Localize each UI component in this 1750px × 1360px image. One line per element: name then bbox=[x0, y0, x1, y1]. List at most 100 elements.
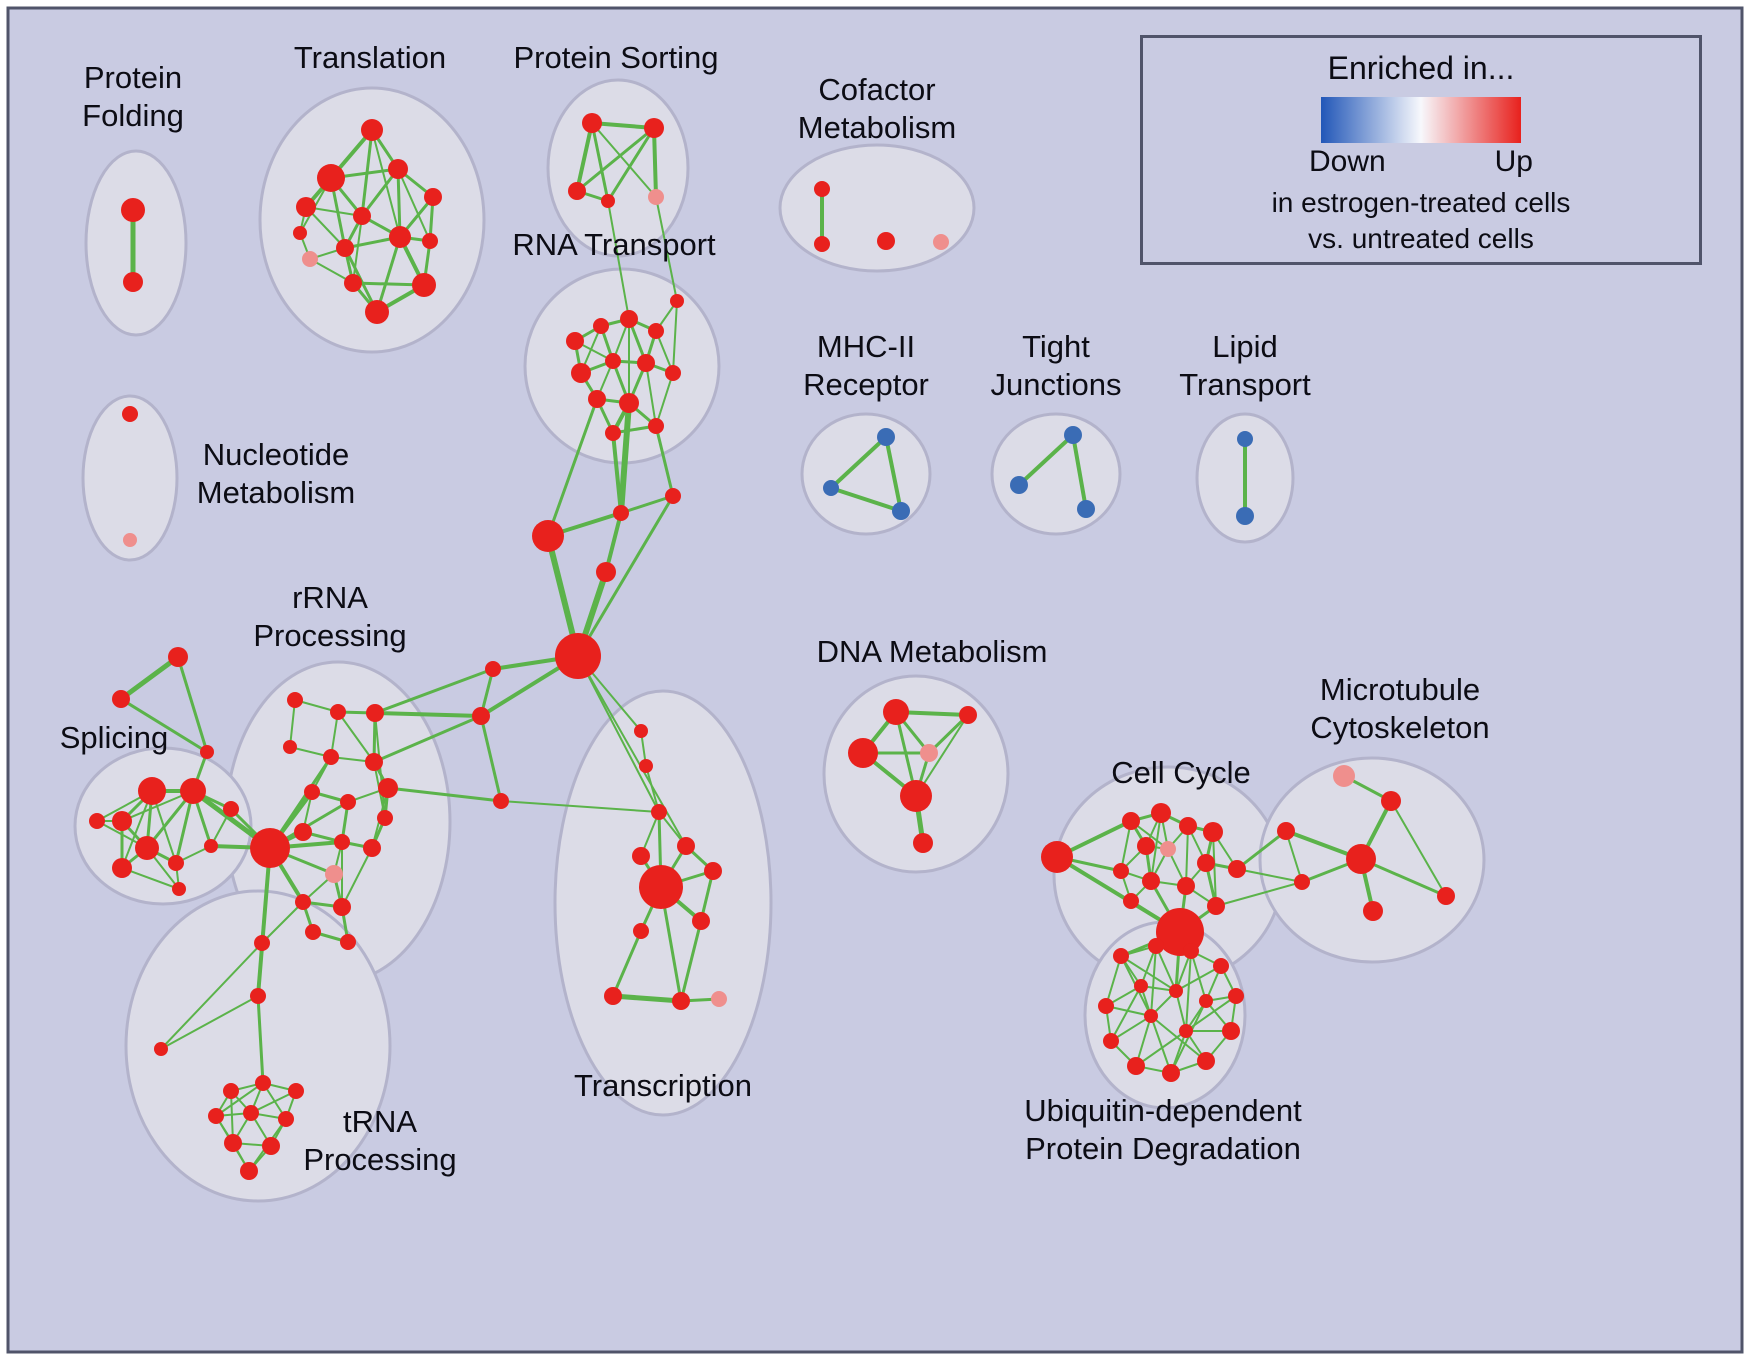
network-edge bbox=[1120, 955, 1177, 992]
network-node bbox=[361, 119, 383, 141]
network-edge bbox=[655, 372, 674, 427]
network-edge bbox=[1150, 1015, 1172, 1074]
network-node bbox=[138, 777, 166, 805]
network-node bbox=[223, 1083, 239, 1099]
network-node bbox=[1197, 854, 1215, 872]
network-edge bbox=[575, 126, 656, 193]
network-node bbox=[593, 318, 609, 334]
network-edge bbox=[261, 901, 304, 944]
network-edge bbox=[611, 929, 643, 998]
network-edge bbox=[1390, 800, 1447, 897]
nodes-layer bbox=[89, 113, 1455, 1180]
network-node bbox=[1197, 1052, 1215, 1070]
network-node bbox=[288, 1083, 304, 1099]
network-node bbox=[648, 323, 664, 339]
network-edge bbox=[652, 126, 658, 199]
network-node bbox=[704, 862, 722, 880]
network-node bbox=[1127, 1057, 1145, 1075]
network-node bbox=[1237, 431, 1253, 447]
network-node bbox=[632, 847, 650, 865]
network-node bbox=[493, 793, 509, 809]
network-node bbox=[344, 274, 362, 292]
cluster-label-protein_sorting: Protein Sorting bbox=[513, 40, 718, 75]
network-node bbox=[711, 991, 727, 1007]
network-edge bbox=[577, 655, 687, 847]
network-edge bbox=[1190, 950, 1207, 1002]
network-node bbox=[1213, 958, 1229, 974]
network-node bbox=[1151, 803, 1171, 823]
network-edge bbox=[645, 362, 657, 427]
network-node bbox=[639, 759, 653, 773]
network-edge bbox=[1236, 868, 1303, 883]
network-node bbox=[1207, 897, 1225, 915]
network-node bbox=[353, 207, 371, 225]
network-node bbox=[1123, 893, 1139, 909]
network-edge bbox=[1150, 1015, 1207, 1062]
network-edge bbox=[396, 167, 402, 239]
network-edge bbox=[375, 235, 402, 314]
network-edge bbox=[591, 122, 657, 198]
network-node bbox=[325, 865, 343, 883]
network-node bbox=[604, 987, 622, 1005]
network-edge bbox=[256, 994, 265, 1085]
network-node bbox=[601, 194, 615, 208]
network-edge bbox=[590, 121, 656, 130]
network-node bbox=[848, 738, 878, 768]
network-edge bbox=[672, 300, 678, 374]
network-node bbox=[639, 865, 683, 909]
network-node bbox=[634, 724, 648, 738]
network-node bbox=[1179, 1024, 1193, 1038]
network-node bbox=[365, 753, 383, 771]
network-node bbox=[293, 226, 307, 240]
network-edge bbox=[884, 435, 903, 513]
network-node bbox=[900, 780, 932, 812]
network-node bbox=[532, 520, 564, 552]
network-node bbox=[644, 118, 664, 138]
cluster-ellipse-rna_transport bbox=[523, 267, 721, 465]
network-node bbox=[336, 239, 354, 257]
network-node bbox=[168, 647, 188, 667]
network-edge bbox=[575, 121, 594, 193]
network-node bbox=[365, 300, 389, 324]
network-node bbox=[648, 189, 664, 205]
network-node bbox=[363, 839, 381, 857]
network-edge bbox=[655, 196, 678, 302]
network-edge bbox=[119, 697, 209, 754]
cluster-ellipse-tight_junctions bbox=[990, 412, 1122, 536]
network-edge bbox=[590, 121, 610, 203]
network-node bbox=[208, 1108, 224, 1124]
network-node bbox=[1363, 901, 1383, 921]
cluster-label-splicing: Splicing bbox=[60, 720, 169, 755]
network-edge bbox=[618, 400, 632, 516]
network-edge bbox=[397, 168, 431, 242]
network-edge bbox=[1071, 433, 1088, 511]
network-edge bbox=[619, 494, 675, 515]
network-node bbox=[204, 839, 218, 853]
network-node bbox=[582, 113, 602, 133]
network-node bbox=[424, 188, 442, 206]
network-node bbox=[121, 198, 145, 222]
network-node bbox=[588, 390, 606, 408]
network-edge bbox=[927, 713, 970, 755]
network-edge bbox=[1105, 955, 1122, 1007]
network-node bbox=[613, 505, 629, 521]
network-node bbox=[883, 699, 909, 725]
network-node bbox=[223, 801, 239, 817]
network-node bbox=[287, 692, 303, 708]
network-node bbox=[1179, 817, 1197, 835]
network-node bbox=[1381, 791, 1401, 811]
network-node bbox=[665, 488, 681, 504]
network-node bbox=[619, 393, 639, 413]
network-node bbox=[1169, 984, 1183, 998]
network-edge bbox=[341, 847, 373, 908]
cluster-label-rna_transport: RNA Transport bbox=[512, 227, 716, 262]
network-edge bbox=[500, 800, 660, 813]
network-node bbox=[112, 858, 132, 878]
network-node bbox=[1142, 872, 1160, 890]
network-node bbox=[278, 1111, 294, 1127]
network-node bbox=[913, 833, 933, 853]
network-node bbox=[1113, 863, 1129, 879]
